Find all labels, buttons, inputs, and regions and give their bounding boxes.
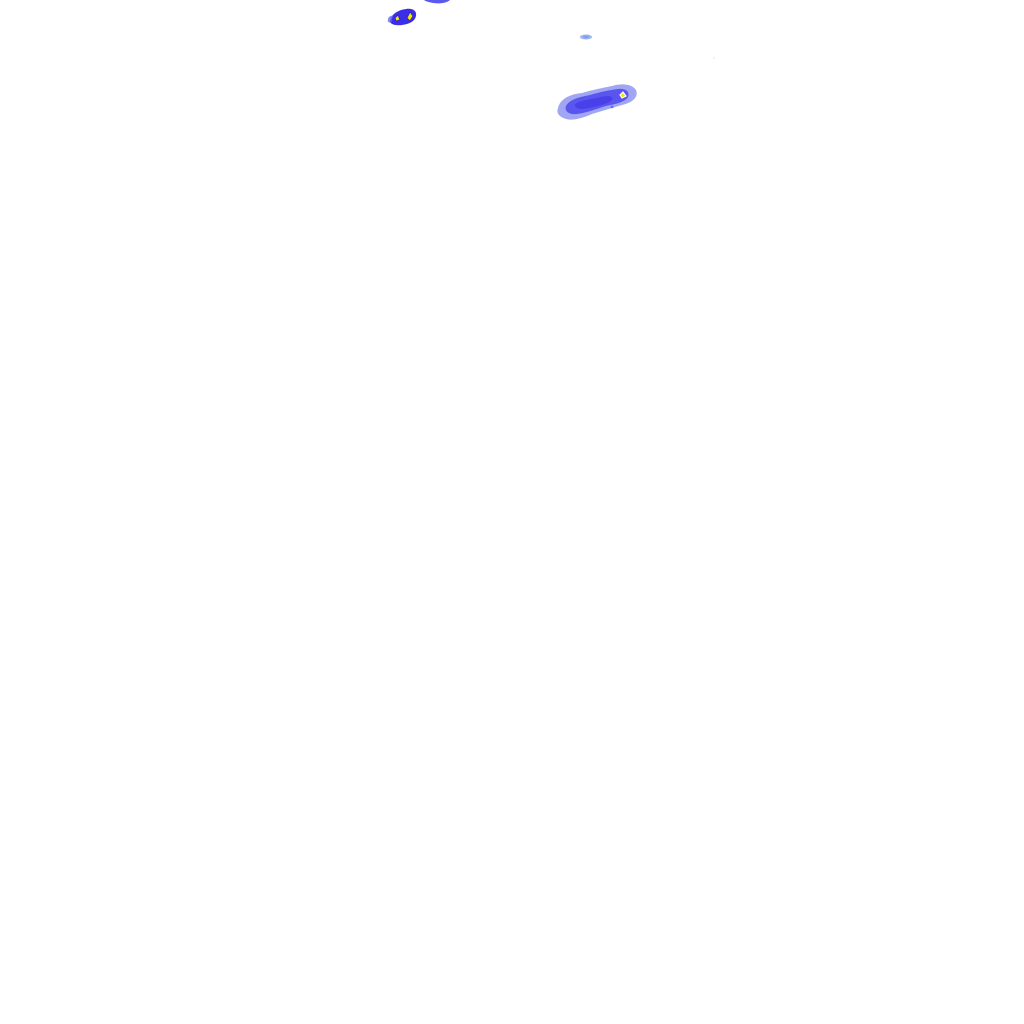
echo-core-yellow — [394, 14, 401, 22]
echo-trace — [713, 57, 715, 59]
echo-core-yellow — [406, 11, 414, 22]
echo-cell-body — [424, 0, 450, 4]
echo-cell-north-small — [387, 8, 417, 26]
echo-cell-east-band — [557, 84, 637, 120]
echo-cell-speck — [610, 105, 614, 109]
echo-cell-isolated-speck — [580, 34, 592, 40]
echo-cell-inner — [574, 96, 613, 109]
echo-cell-halo — [387, 15, 393, 23]
echo-cell-fringe — [583, 35, 589, 39]
echo-cell-north-edge — [424, 0, 450, 4]
echo-core-yellow — [619, 91, 627, 99]
